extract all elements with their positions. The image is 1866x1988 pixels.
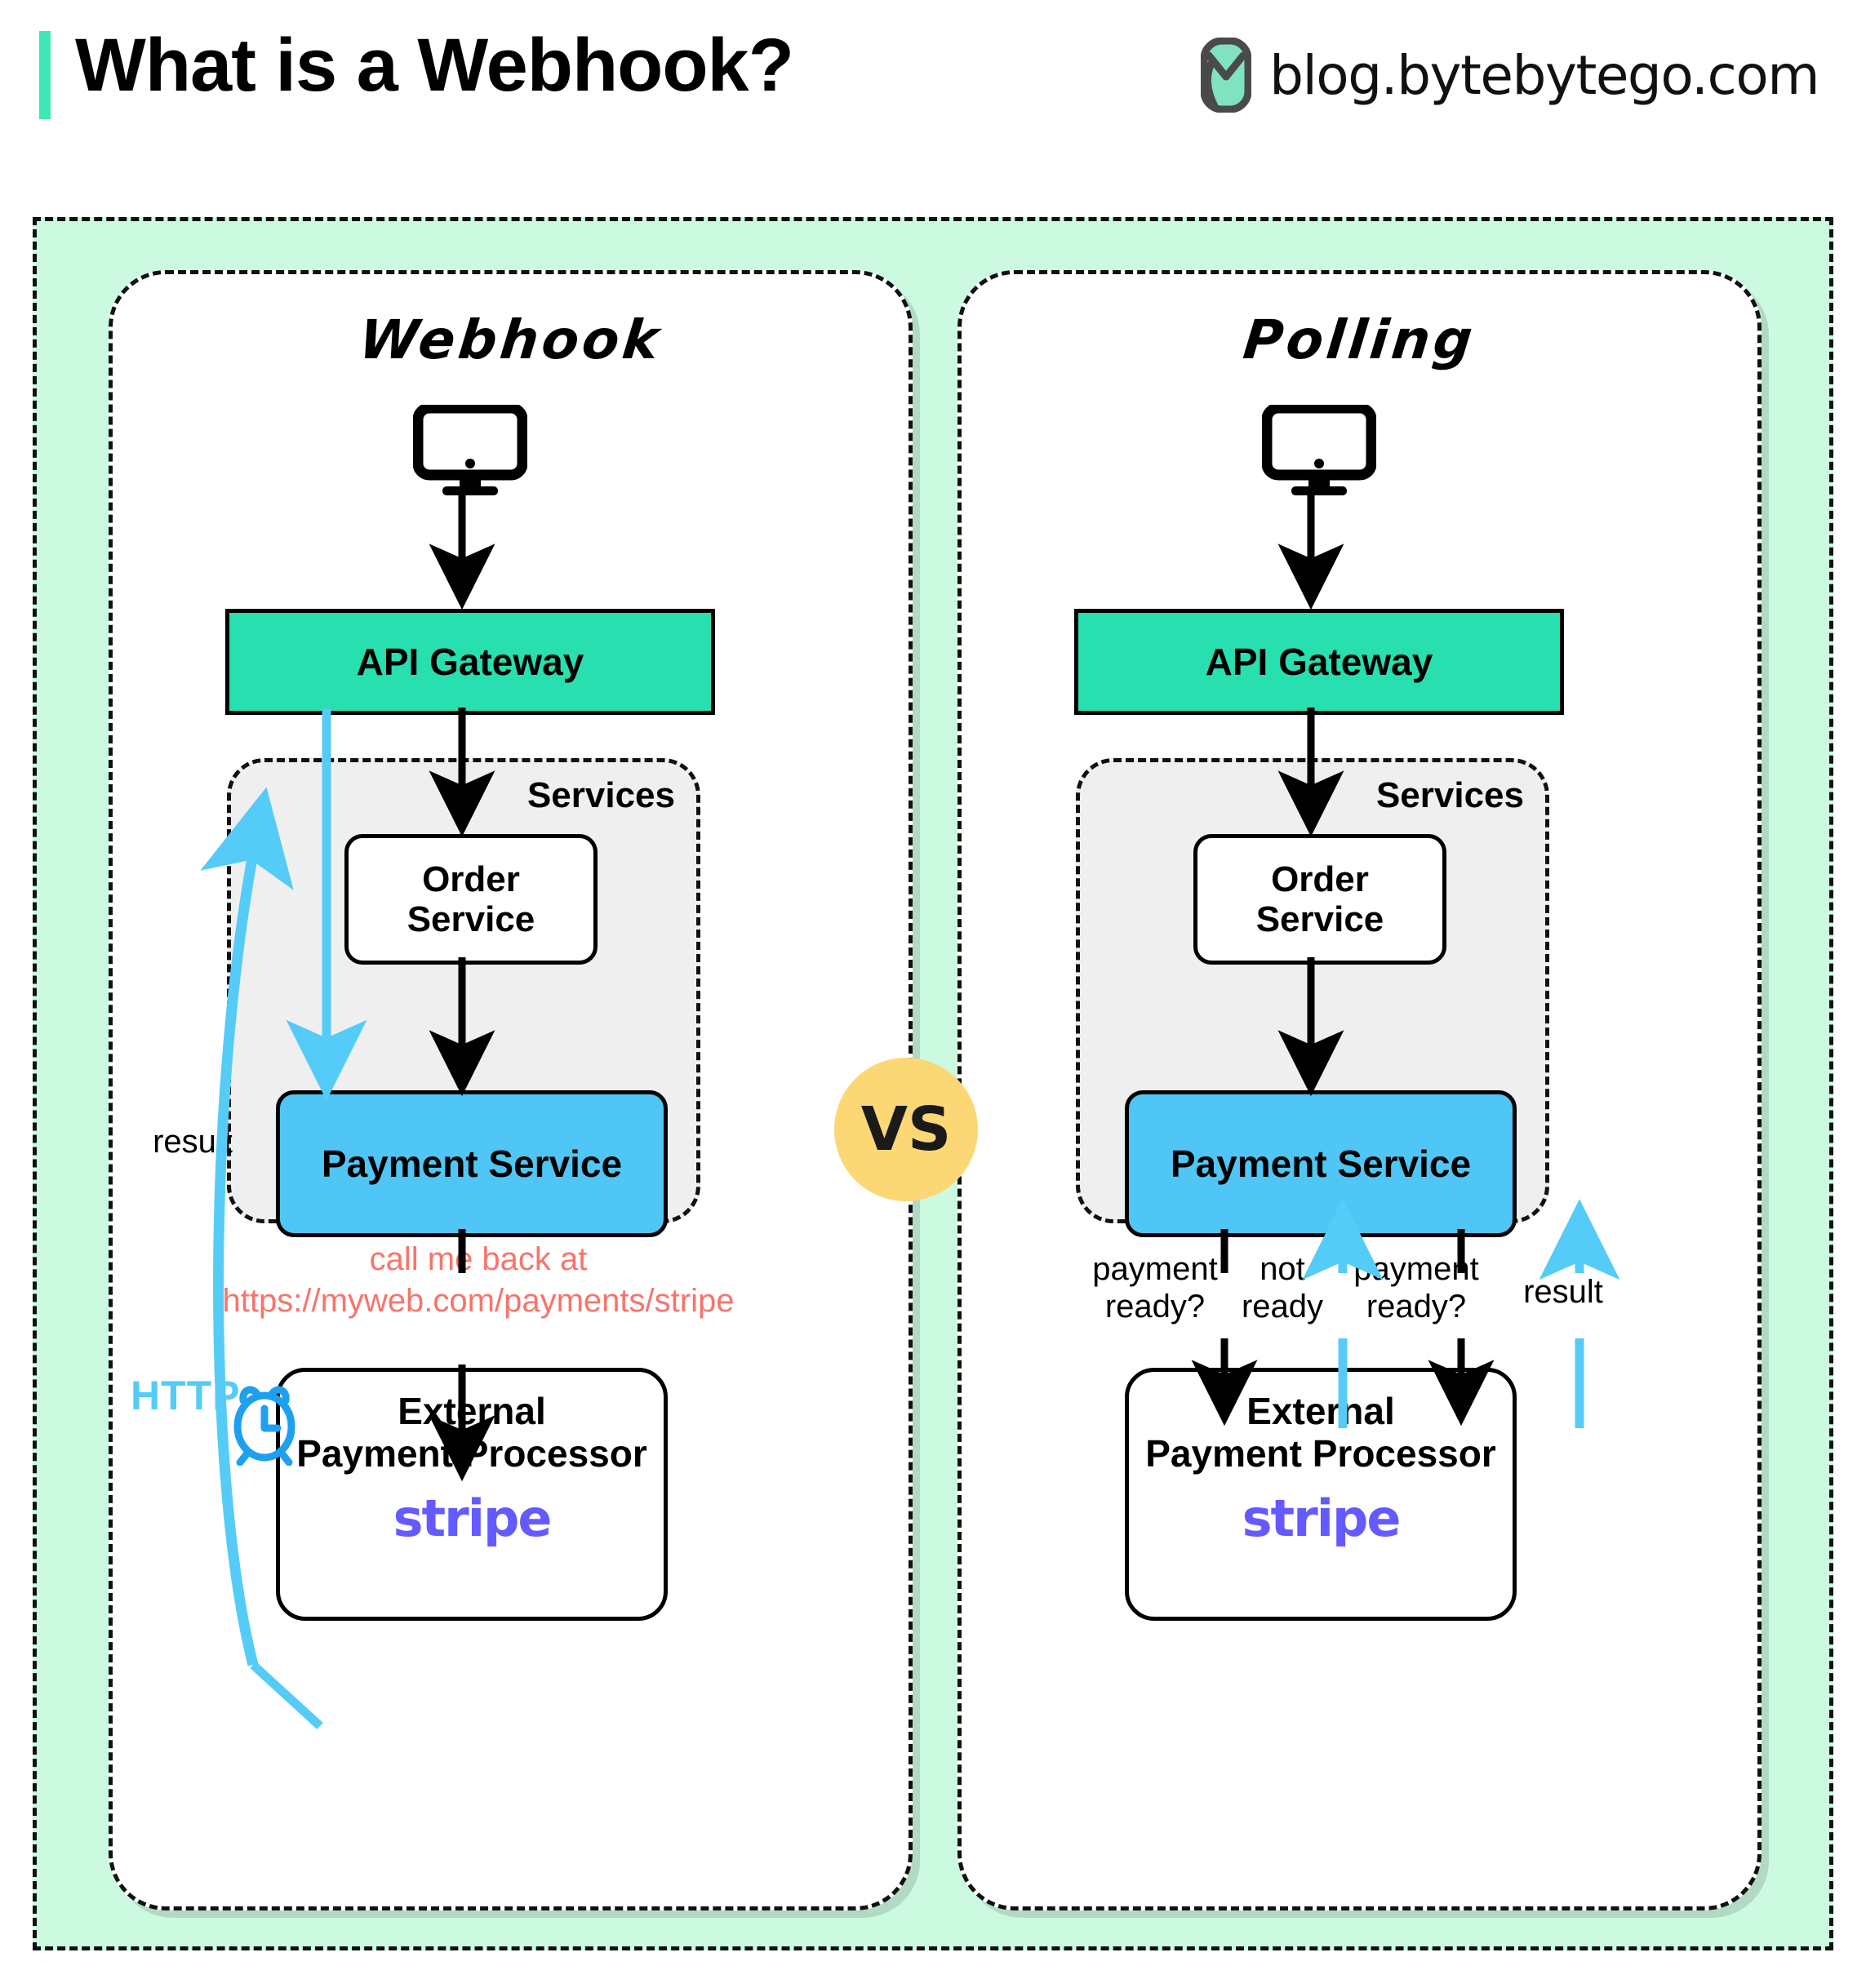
- node-external-payment-processor-webhook[interactable]: External Payment Processor stripe: [276, 1368, 668, 1621]
- brand-block: blog.bytebytego.com: [1200, 34, 1819, 116]
- node-api-gateway-polling[interactable]: API Gateway: [1074, 609, 1564, 715]
- label-poll-request-1: payment ready?: [1069, 1250, 1241, 1326]
- callback-annotation: call me back at https://myweb.com/paymen…: [176, 1239, 780, 1322]
- node-payment-service-polling[interactable]: Payment Service: [1125, 1090, 1517, 1237]
- vs-badge: VS: [834, 1058, 978, 1201]
- panel-webhook: Webhook API Gateway Services Order Servi…: [109, 270, 913, 1910]
- brand-url: blog.bytebytego.com: [1269, 43, 1819, 107]
- poll2-line2: ready: [1241, 1289, 1324, 1325]
- label-http: HTTP: [131, 1373, 241, 1418]
- title-accent-bar: [39, 31, 51, 119]
- label-result-webhook: result: [153, 1124, 233, 1160]
- poll3-line2: ready?: [1366, 1289, 1467, 1325]
- node-order-service-polling[interactable]: Order Service: [1193, 834, 1446, 965]
- page-header: What is a Webhook? blog.bytebytego.com: [0, 0, 1866, 212]
- page-title: What is a Webhook?: [75, 24, 794, 107]
- panel-title-polling: Polling: [1240, 308, 1479, 371]
- stripe-logo: stripe: [1242, 1488, 1402, 1548]
- monitor-icon: [1261, 402, 1377, 496]
- label-poll-request-2: payment ready?: [1331, 1250, 1502, 1326]
- epp-line1: External: [1246, 1390, 1395, 1432]
- callback-line1: call me back at: [369, 1241, 588, 1277]
- order-service-line1: Order: [1271, 859, 1369, 899]
- epp-line1: External: [398, 1390, 546, 1432]
- order-service-line1: Order: [422, 859, 520, 899]
- label-poll-result: result: [1523, 1274, 1603, 1310]
- node-external-payment-processor-polling[interactable]: External Payment Processor stripe: [1125, 1368, 1517, 1621]
- callback-line2: https://myweb.com/payments/stripe: [222, 1283, 735, 1320]
- services-label-polling: Services: [1375, 775, 1524, 815]
- poll2-line1: not: [1260, 1251, 1305, 1287]
- bytebytego-logo-icon: [1200, 37, 1252, 113]
- services-label-webhook: Services: [526, 775, 675, 815]
- panel-polling: Polling API Gateway Services Order Servi…: [957, 270, 1762, 1910]
- epp-line2: Payment Processor: [296, 1432, 647, 1475]
- stripe-logo: stripe: [393, 1488, 553, 1548]
- node-order-service-webhook[interactable]: Order Service: [344, 834, 598, 965]
- alarm-clock-icon: [227, 1378, 302, 1467]
- poll1-line1: payment: [1092, 1251, 1218, 1287]
- epp-line2: Payment Processor: [1145, 1432, 1496, 1475]
- order-service-line2: Service: [1255, 899, 1384, 939]
- label-poll-response-1: not ready: [1221, 1250, 1344, 1326]
- poll3-line1: payment: [1353, 1251, 1479, 1287]
- poll1-line2: ready?: [1104, 1289, 1206, 1325]
- node-payment-service-webhook[interactable]: Payment Service: [276, 1090, 668, 1237]
- node-api-gateway-webhook[interactable]: API Gateway: [225, 609, 715, 715]
- monitor-icon: [412, 402, 528, 496]
- order-service-line2: Service: [407, 899, 535, 939]
- panel-title-webhook: Webhook: [356, 308, 665, 371]
